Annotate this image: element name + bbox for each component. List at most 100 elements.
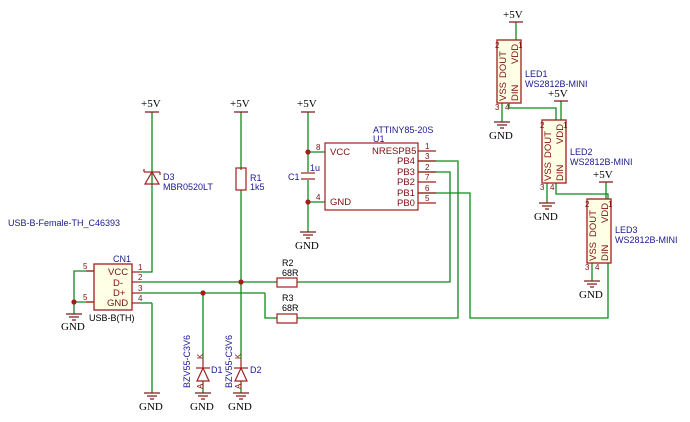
led3-pin-din: DIN (600, 245, 611, 262)
capacitor-c1: C1 1u (288, 163, 320, 182)
led1-pinnum-vss: 3 (495, 103, 500, 112)
led3-pin-vdd: VDD (600, 203, 611, 223)
led3-pinnum-vdd: 1 (608, 200, 613, 209)
usb-pinnum-2: 2 (138, 273, 143, 282)
power-5v-mcu: +5V (297, 98, 317, 113)
resistor-r2: R2 68R (276, 258, 299, 288)
r3-ref: R3 (282, 293, 294, 303)
r2-ref: R2 (282, 258, 294, 268)
power-5v-led1: +5V (503, 9, 523, 23)
mcu-pinnum-8: 8 (316, 143, 321, 152)
led1-value: WS2812B-MINI (525, 79, 588, 89)
wire-led1-led2 (508, 103, 557, 120)
gnd-label: GND (228, 401, 252, 413)
mcu-pinnum-7: 7 (425, 173, 430, 182)
wire-pb1-unused (418, 192, 609, 319)
wire-led2-led3 (555, 183, 609, 199)
gnd-led2: GND (534, 202, 558, 223)
usb-footprint-label: USB-B-Female-TH_C46393 (8, 218, 120, 228)
gnd-label: GND (489, 130, 513, 142)
power-5v-led3: +5V (593, 169, 613, 183)
mcu-pinnum-3: 3 (425, 152, 430, 161)
gnd-led1: GND (489, 121, 513, 142)
usb-pin-dminus: D- (113, 278, 123, 289)
d3-triangle (143, 170, 161, 185)
led3-ref: LED3 (615, 225, 638, 235)
r1-ref: R1 (250, 173, 262, 183)
led3-value: WS2812B-MINI (615, 235, 678, 245)
d2-triangle (234, 366, 248, 382)
r1-value: 1k5 (250, 182, 265, 192)
gnd-label: GND (190, 401, 214, 413)
resistor-r1: R1 1k5 (235, 167, 265, 192)
junctions (71, 149, 311, 305)
usb-pin-dplus: D+ (113, 288, 126, 299)
mcu-pinnum-1: 1 (425, 142, 430, 151)
gnd-label: GND (579, 289, 603, 301)
gnd-label: GND (139, 401, 163, 413)
led1-body (496, 39, 522, 104)
mcu-pin-pb3: PB3 (397, 167, 415, 178)
led3-pinnum-din: 4 (595, 263, 600, 272)
diode-d3: D3 MBR0520LT (143, 169, 213, 192)
power-label: +5V (141, 98, 161, 110)
d1-triangle (196, 366, 210, 382)
wire-r3-pb4 (297, 160, 459, 319)
led1-pin-vdd: VDD (510, 44, 521, 64)
d3-ref: D3 (163, 172, 175, 182)
led2-pin-vss: VSS (543, 162, 554, 181)
mcu-ref: U1 (373, 134, 385, 144)
led2-ref: LED2 (570, 147, 593, 157)
gnd-usb: GND (139, 392, 163, 413)
led3-pin-dout: DOUT (588, 210, 599, 237)
mcu-pin-pb4: PB4 (397, 156, 415, 167)
usb-connector: USB-B-Female-TH_C46393 CN1 VCC D- D+ GND… (8, 218, 143, 323)
led1: DOUT VDD VSS DIN 2 1 3 4 LED1 WS2812B-MI… (495, 39, 588, 112)
led1-ref: LED1 (525, 69, 548, 79)
gnd-label: GND (295, 240, 319, 252)
led2-pin-din: DIN (555, 165, 566, 182)
junction-shield (71, 299, 77, 305)
d2-value: BZV55-C3V6 (224, 335, 234, 388)
led2-body (541, 119, 567, 184)
gnd-label: GND (61, 321, 85, 333)
d1-k: K (196, 353, 205, 359)
junction-dminus (238, 279, 244, 285)
led2: DOUT VDD VSS DIN 2 1 3 4 LED2 WS2812B-MI… (540, 119, 633, 192)
wire-dplus-r3 (264, 293, 277, 319)
junction-gnd (305, 199, 311, 205)
c1-ref: C1 (288, 172, 300, 182)
mcu-pin-pb0: PB0 (397, 198, 415, 209)
diode-d2: K A D2 BZV55-C3V6 (224, 335, 262, 389)
led2-pinnum-vss: 3 (540, 183, 545, 192)
led2-pin-dout: DOUT (543, 131, 554, 158)
mcu-pinnum-5: 5 (425, 194, 430, 203)
led1-pin-vss: VSS (498, 82, 509, 101)
mcu-value: ATTINY85-20S (373, 125, 433, 135)
led3-pin-vss: VSS (588, 242, 599, 261)
gnd-d2: GND (228, 392, 252, 413)
power-label: +5V (593, 169, 613, 181)
led3: DOUT VDD VSS DIN 2 1 3 4 LED3 WS2812B-MI… (585, 198, 678, 272)
mcu-attiny85: ATTINY85-20S U1 VCC GND 8 4 NRESPB5 PB4 … (316, 125, 436, 211)
mcu-pinnum-6: 6 (425, 184, 430, 193)
led3-body (586, 198, 612, 264)
usb-body (93, 263, 133, 311)
usb-pinnum-3: 3 (138, 284, 143, 293)
mcu-pin-pb1: PB1 (397, 188, 415, 199)
led3-pinnum-dout: 2 (585, 200, 590, 209)
gnd-label: GND (534, 211, 558, 223)
led2-value: WS2812B-MINI (570, 157, 633, 167)
led2-pinnum-vdd: 1 (563, 121, 568, 130)
r1-body (235, 167, 247, 191)
r2-value: 68R (282, 268, 299, 278)
d3-value: MBR0520LT (163, 182, 213, 192)
junction-vcc (305, 149, 311, 155)
led1-pin-dout: DOUT (498, 51, 509, 78)
mcu-pinnum-2: 2 (425, 163, 430, 172)
mcu-pin-pb2: PB2 (397, 177, 415, 188)
usb-value: USB-B(TH) (89, 313, 135, 323)
mcu-pinnum-4: 4 (316, 193, 321, 202)
diode-d1: K A D1 BZV55-C3V6 (182, 335, 223, 389)
d2-k: K (234, 353, 243, 359)
